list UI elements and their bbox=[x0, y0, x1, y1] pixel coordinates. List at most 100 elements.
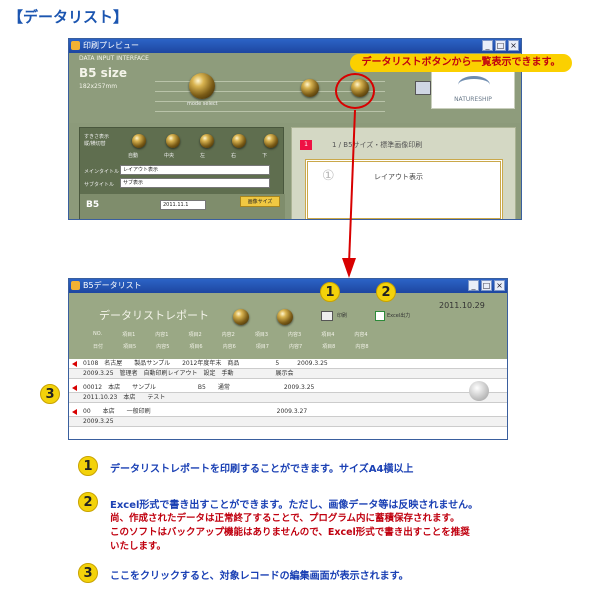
divider-line bbox=[155, 101, 385, 102]
col-header: 項目6 bbox=[189, 344, 203, 350]
sub-title-label: サブタイトル bbox=[84, 182, 115, 188]
col-header: 項目1 bbox=[122, 332, 136, 338]
col-header: 項目4 bbox=[321, 332, 335, 338]
col-header: 項目8 bbox=[322, 344, 336, 350]
doc-title: レイアウト表示 bbox=[374, 173, 423, 181]
row-select-arrow[interactable] bbox=[72, 385, 77, 391]
callout-bubble: データリストボタンから一覧表示できます。 bbox=[350, 54, 572, 72]
preview-heading: 1 / B5サイズ・標準画像印刷 bbox=[332, 141, 423, 149]
align-option: 下 bbox=[262, 153, 268, 159]
record-thumbnail bbox=[469, 381, 489, 401]
col-header: 内容4 bbox=[354, 332, 368, 338]
sub-title-input[interactable]: サブ表示 bbox=[120, 178, 270, 188]
col-header: 項目7 bbox=[255, 344, 269, 350]
highlight-circle bbox=[335, 73, 375, 109]
table-row[interactable]: 0108 名古屋 製品サンプル 2012年度年末 商品 5 2009.3.25 bbox=[69, 359, 507, 369]
preview-document: ① レイアウト表示 bbox=[305, 159, 503, 219]
col-header: 日付 bbox=[93, 344, 104, 350]
col-header: 項目3 bbox=[254, 332, 268, 338]
preview-titlebar: 印刷プレビュー _ □ × bbox=[69, 39, 521, 53]
app-icon bbox=[71, 41, 80, 50]
align-option: 中央 bbox=[164, 153, 175, 159]
datalist-button[interactable] bbox=[415, 81, 431, 95]
table-row[interactable]: 00012 本店 サンプル B5 通常 2009.3.25 bbox=[69, 383, 507, 393]
desc-text-1: データリストレポートを印刷することができます。サイズA4横以上 bbox=[110, 464, 414, 475]
excel-icon[interactable] bbox=[375, 311, 385, 321]
table-row[interactable]: 2011.10.23 本店 テスト bbox=[69, 393, 507, 403]
header-row-2: 日付 項目5 内容5 項目6 内容6 項目7 内容7 項目8 内容8 bbox=[93, 343, 369, 350]
close-button[interactable]: × bbox=[508, 40, 519, 51]
minimize-button[interactable]: _ bbox=[468, 280, 479, 291]
note-line-2: このソフトはバックアップ機能はありませんので、Excel形式で書き出すことを推奨 bbox=[110, 527, 470, 538]
align-left-knob[interactable] bbox=[200, 134, 214, 148]
datalist-titlebar: B5データリスト _ □ × bbox=[69, 279, 507, 293]
main-title-label: メインタイトル bbox=[84, 169, 120, 175]
align-option: 左 bbox=[200, 153, 206, 159]
align-auto-knob[interactable] bbox=[132, 134, 146, 148]
excel-button-label: Excel出力 bbox=[387, 313, 411, 319]
align-bottom-knob[interactable] bbox=[264, 134, 278, 148]
divider-line bbox=[155, 81, 385, 82]
date-field[interactable]: 2011.11.1 bbox=[160, 200, 206, 210]
b5-label: B5 bbox=[86, 200, 100, 210]
desc-text-3: ここをクリックすると、対象レコードの編集画面が表示されます。 bbox=[110, 571, 409, 582]
pointer-arrow bbox=[342, 109, 356, 278]
table-row[interactable]: 00 本店 一般印刷 2009.3.27 bbox=[69, 407, 507, 417]
size-label: B5 size bbox=[79, 66, 128, 80]
col-header: 内容8 bbox=[355, 344, 369, 350]
desc-badge-1: 1 bbox=[78, 456, 98, 476]
row-select-arrow[interactable] bbox=[72, 409, 77, 415]
desc-text-2: Excel形式で書き出すことができます。ただし、画像データ等は反映されません。 bbox=[110, 500, 479, 511]
maximize-button[interactable]: □ bbox=[481, 280, 492, 291]
align-right-knob[interactable] bbox=[232, 134, 246, 148]
maximize-button[interactable]: □ bbox=[495, 40, 506, 51]
row-select-arrow[interactable] bbox=[72, 361, 77, 367]
align-option: 右 bbox=[231, 153, 237, 159]
align-center-knob[interactable] bbox=[166, 134, 180, 148]
settings-panel: すきさ表示 縦/横切替 自動 中央 左 右 下 メインタイトル レイアウト表示 … bbox=[79, 127, 285, 219]
col-header: 内容5 bbox=[156, 344, 170, 350]
preview-title: 印刷プレビュー bbox=[83, 41, 139, 50]
desc-badge-3: 3 bbox=[78, 563, 98, 583]
size-sub: 182x257mm bbox=[79, 83, 118, 90]
col-header: 内容2 bbox=[221, 332, 235, 338]
brand-logo: NATURESHIP bbox=[431, 69, 515, 109]
col-header: 項目5 bbox=[123, 344, 137, 350]
datalist-title: B5データリスト bbox=[83, 281, 142, 290]
mode-knob-label: mode select bbox=[187, 101, 218, 107]
col-header: 内容1 bbox=[155, 332, 169, 338]
col-header: NO. bbox=[93, 331, 103, 337]
report-header-band bbox=[69, 293, 507, 359]
minimize-button[interactable]: _ bbox=[482, 40, 493, 51]
print-icon[interactable] bbox=[321, 311, 333, 321]
report-title: データリストレポート bbox=[99, 309, 209, 322]
sort-knob[interactable] bbox=[233, 309, 249, 325]
badge-1: 1 bbox=[320, 282, 340, 302]
app-icon bbox=[71, 281, 80, 290]
mode-knob[interactable] bbox=[189, 73, 215, 99]
interface-label: DATA INPUT INTERFACE bbox=[79, 55, 149, 62]
close-button[interactable]: × bbox=[494, 280, 505, 291]
preview-knob[interactable] bbox=[301, 79, 319, 97]
report-date: 2011.10.29 bbox=[439, 301, 485, 310]
main-title-input[interactable]: レイアウト表示 bbox=[120, 165, 270, 175]
desc-badge-2: 2 bbox=[78, 492, 98, 512]
badge-2: 2 bbox=[376, 282, 396, 302]
badge-3: 3 bbox=[40, 384, 60, 404]
table-row[interactable]: 2009.3.25 管理者 自動印刷レイアウト 設定 手動 展示会 bbox=[69, 369, 507, 379]
divider-line bbox=[155, 91, 385, 92]
align-option: 自動 bbox=[128, 153, 139, 159]
col-header: 項目2 bbox=[188, 332, 202, 338]
image-size-button[interactable]: 画像サイズ bbox=[240, 196, 280, 207]
col-header: 内容3 bbox=[288, 332, 302, 338]
filter-knob[interactable] bbox=[277, 309, 293, 325]
note-line-1: 尚、作成されたデータは正常終了することで、プログラム内に蓄積保存されます。 bbox=[110, 513, 460, 524]
doc-circle: ① bbox=[322, 168, 335, 184]
table-row[interactable]: 2009.3.25 bbox=[69, 417, 507, 427]
logo-text: NATURESHIP bbox=[454, 96, 492, 103]
datalist-window: B5データリスト _ □ × データリストレポート 印刷 Excel出力 201… bbox=[68, 278, 508, 440]
col-header: 内容7 bbox=[288, 344, 303, 350]
align-label: すきさ表示 縦/横切替 bbox=[84, 134, 110, 147]
page-number: 1 bbox=[300, 140, 312, 150]
align-options: 自動 中央 左 右 下 bbox=[128, 152, 267, 159]
